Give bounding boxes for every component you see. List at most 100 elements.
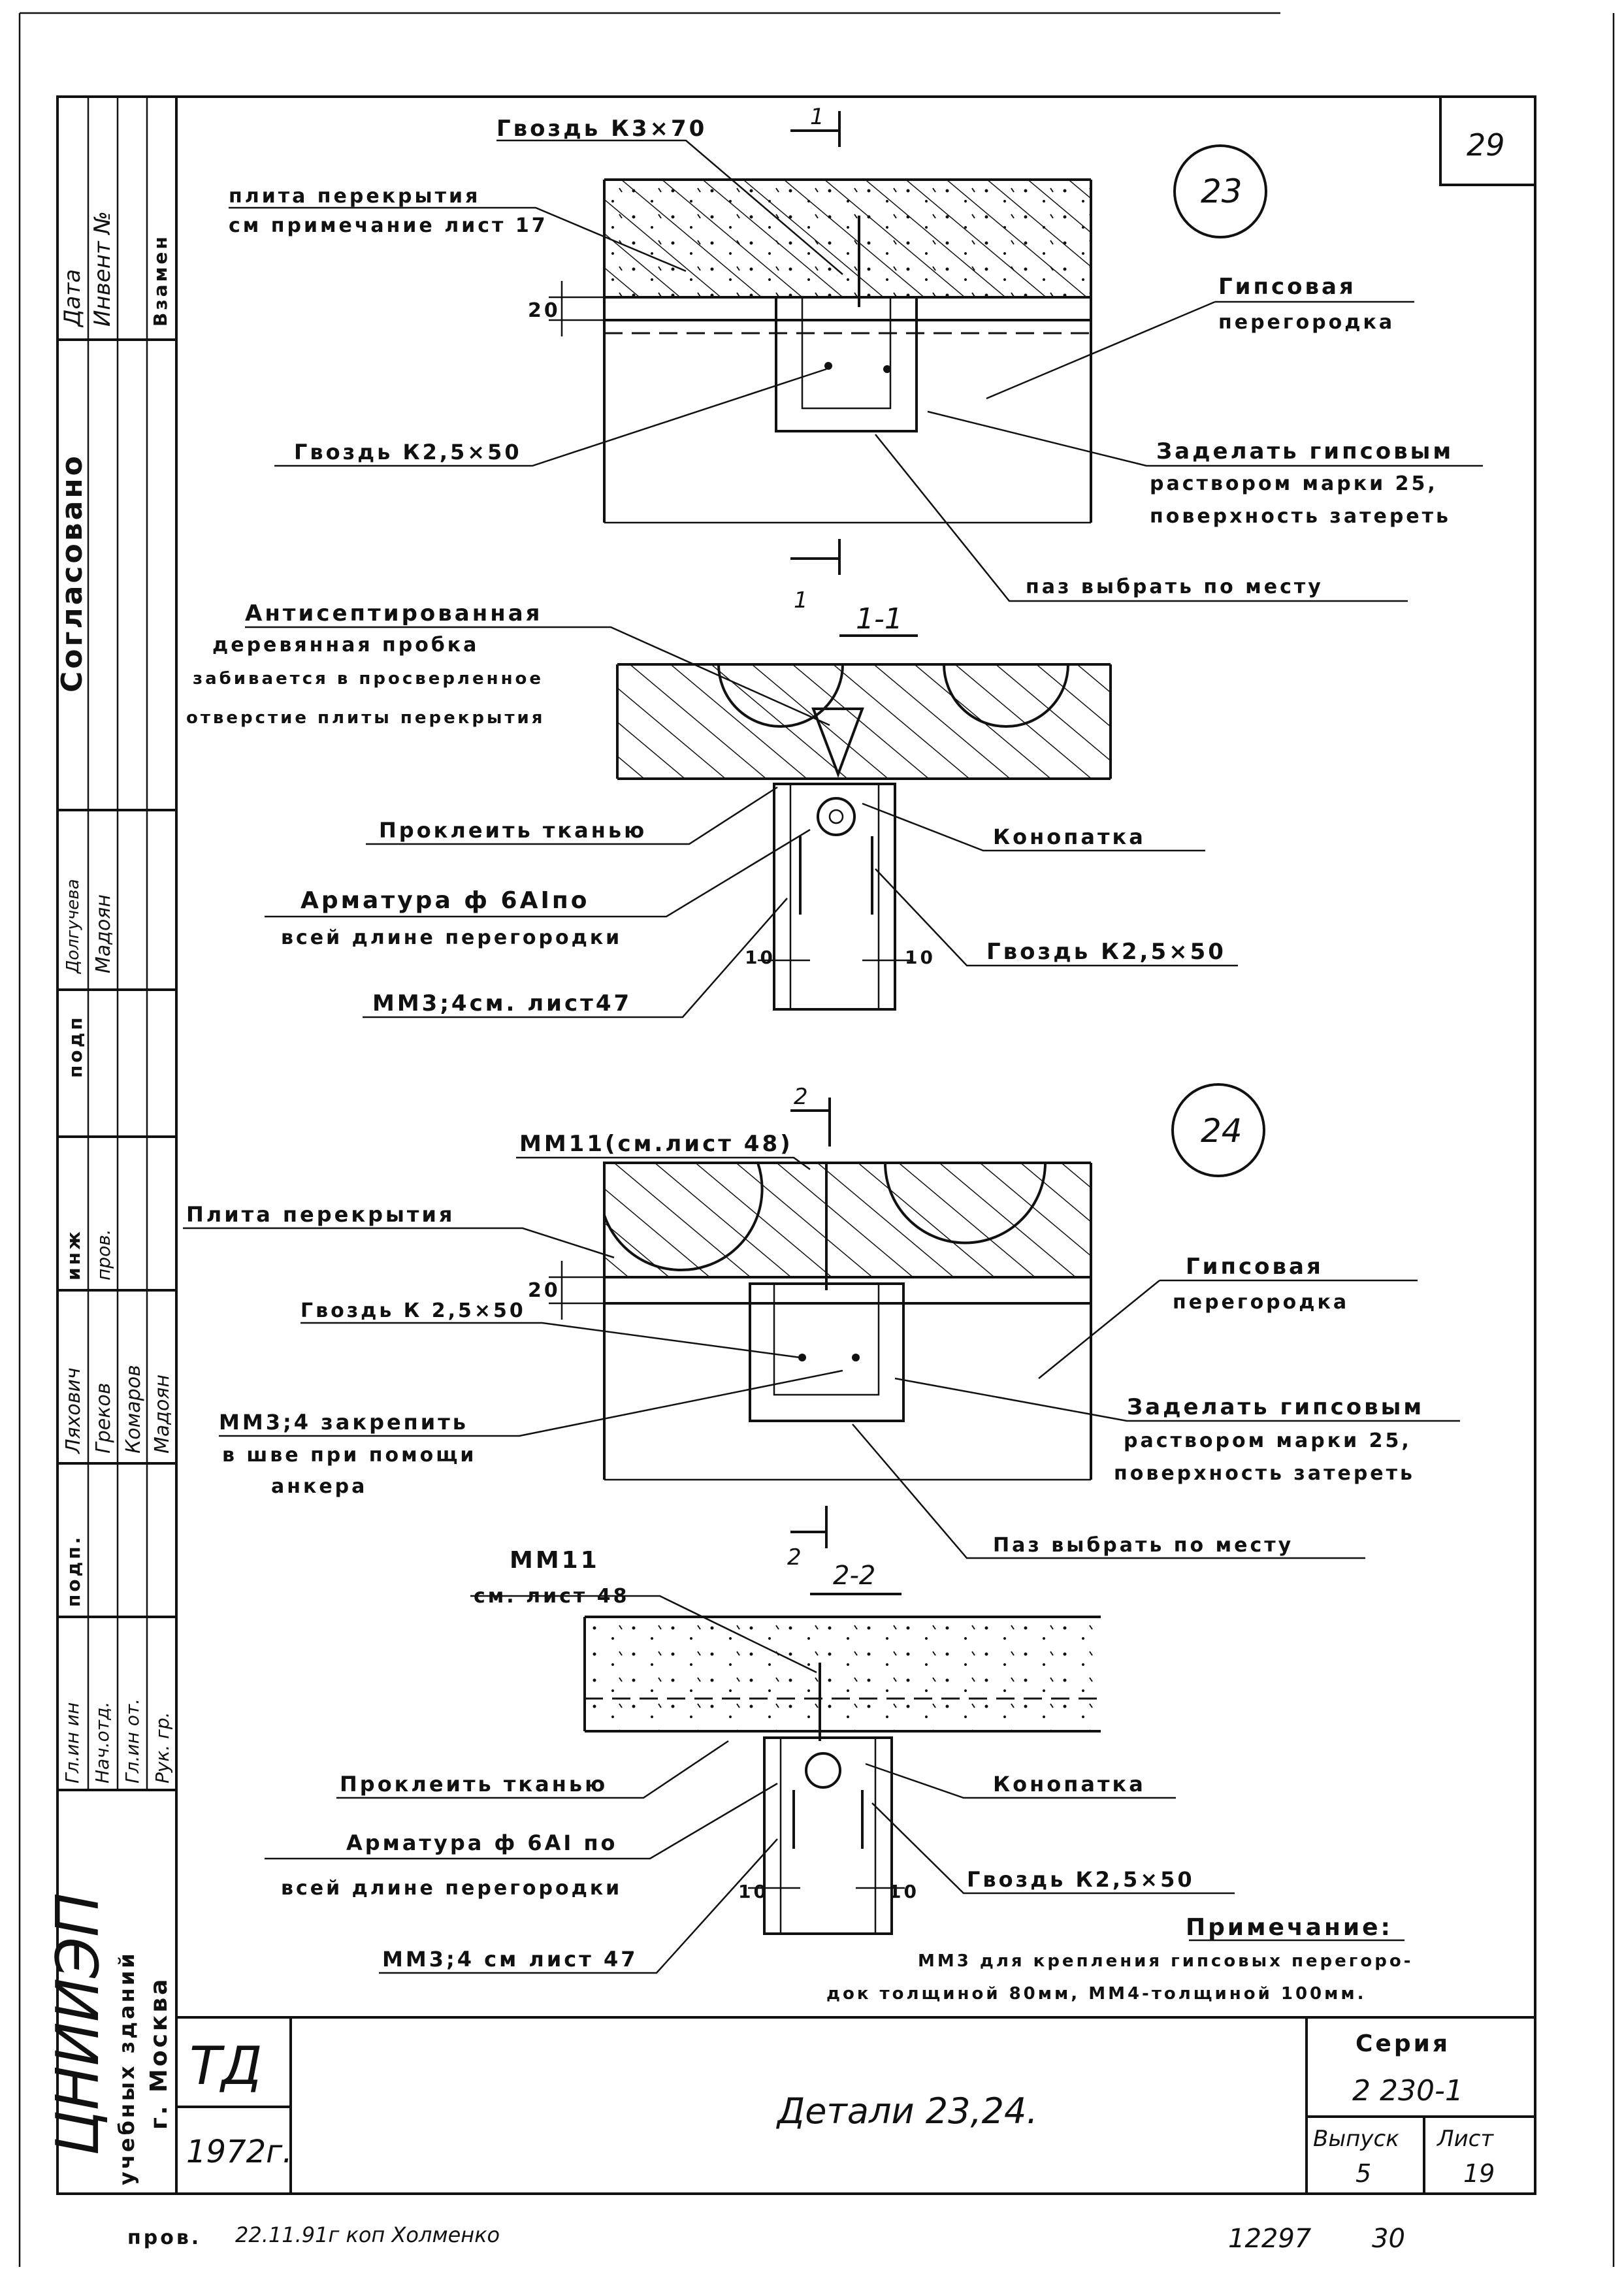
dim-10-right-2: 10 xyxy=(888,1881,919,1902)
sheet-number-top: 29 xyxy=(1467,127,1505,163)
label-mm-2-2: ММ3;4 см лист 47 xyxy=(382,1947,638,1972)
label-mm34-1: ММ3;4 закрепить xyxy=(219,1410,468,1435)
partition-1-1 xyxy=(773,783,896,1011)
sheet-number-box xyxy=(1439,95,1536,186)
rebar-circle xyxy=(817,797,856,836)
side-invent: Инвент № xyxy=(89,211,116,327)
slab-hatch xyxy=(617,664,1111,779)
leader-partition xyxy=(1038,1280,1160,1379)
leader-slab xyxy=(229,206,687,272)
slab-hatch xyxy=(604,1163,1091,1277)
label-seal2-24: раствором марки 25, xyxy=(1124,1429,1412,1452)
leader-mm xyxy=(379,1838,778,1974)
label-partition2-24: перегородка xyxy=(1173,1291,1349,1314)
footer-page: 30 xyxy=(1372,2224,1405,2254)
leader-caulk xyxy=(862,802,1205,852)
slab-void xyxy=(942,663,1070,728)
cork-23 xyxy=(801,296,892,410)
label-glue-2: Проклеить тканью xyxy=(340,1772,608,1797)
label-slab-24: Плита перекрытия xyxy=(186,1202,455,1227)
detail-24-circle xyxy=(1171,1083,1265,1177)
detail-24 xyxy=(183,1083,1460,1559)
leader-nail-top xyxy=(496,139,843,275)
issue-label: Выпуск xyxy=(1313,2126,1399,2152)
leader-slab xyxy=(183,1227,615,1259)
label-cork2: деревянная пробка xyxy=(212,634,479,657)
label-mm34-2: в шве при помощи xyxy=(222,1444,476,1467)
detail-24-number: 24 xyxy=(1201,1112,1242,1150)
groove-23 xyxy=(775,296,918,432)
label-groove-24: Паз выбрать по месту xyxy=(993,1534,1293,1557)
leader-mm xyxy=(363,898,788,1018)
dim-20-b: 20 xyxy=(528,1279,560,1302)
side-name-a2: Мадоян xyxy=(92,894,115,973)
slab-void xyxy=(603,1162,764,1272)
section-mark-1: 1 xyxy=(794,587,808,613)
side-role-b2: Нач.отд. xyxy=(91,1702,113,1783)
leader-mm34 xyxy=(219,1369,843,1437)
list-value: 19 xyxy=(1463,2159,1495,2188)
label-nail-1-1: Гвоздь К2,5×50 xyxy=(986,939,1226,965)
leader-mm11 xyxy=(470,1595,817,1674)
label-seal3: поверхность затереть xyxy=(1150,505,1451,528)
label-mm11-2: ММ11 xyxy=(510,1547,600,1574)
side-role-b3: Гл.ин от. xyxy=(122,1699,143,1783)
detail-23-circle xyxy=(1173,144,1267,238)
side-role-2: пров. xyxy=(93,1229,114,1280)
stamp-td: ТД xyxy=(189,2036,262,2096)
section-1-1 xyxy=(245,539,1238,1018)
list-label: Лист xyxy=(1436,2126,1494,2152)
label-mm11: ММ11(см.лист 48) xyxy=(519,1131,793,1157)
label-mm34-3: анкера xyxy=(271,1475,367,1498)
side-name-b3: Комаров xyxy=(122,1365,145,1454)
leader-seal xyxy=(927,410,1483,467)
series-label: Серия xyxy=(1356,2030,1450,2057)
note-line1: ММ3 для крепления гипсовых перегоро- xyxy=(918,1951,1414,1971)
leader-rebar xyxy=(265,828,811,918)
side-name-b2: Греков xyxy=(92,1383,115,1454)
label-mm-1-1: ММ3;4см. лист47 xyxy=(372,990,632,1017)
section-mark-2: 2 xyxy=(787,1544,802,1570)
slab-void xyxy=(717,663,845,728)
cork-24 xyxy=(773,1282,880,1396)
leader-glue xyxy=(366,786,778,845)
nail-dot xyxy=(852,1354,860,1361)
label-rebar1-2: Арматура ф 6АI по xyxy=(346,1831,618,1855)
sheet-title: Детали 23,24. xyxy=(776,2091,1038,2132)
slab-dots xyxy=(585,1617,1101,1731)
detail-23-number: 23 xyxy=(1201,172,1242,210)
label-seal2: раствором марки 25, xyxy=(1150,472,1438,495)
side-org: ЦНИИЭП xyxy=(44,1893,112,2156)
dim-20-a: 20 xyxy=(528,299,560,322)
label-caulk: Конопатка xyxy=(993,824,1146,849)
leader-groove xyxy=(852,1424,1365,1559)
label-rebar1: Арматура ф 6АIпо xyxy=(300,887,589,914)
leader-rebar xyxy=(265,1782,778,1860)
slab-dots xyxy=(604,180,1091,297)
label-seal1-24: Заделать гипсовым xyxy=(1127,1394,1424,1420)
label-nail-top: Гвоздь К3×70 xyxy=(496,116,707,142)
label-seal3-24: поверхность затереть xyxy=(1114,1462,1415,1485)
side-podp-b: подп. xyxy=(63,1535,84,1607)
side-org-sub1: учебных зданий xyxy=(114,1951,139,2185)
dim-10-left-2: 10 xyxy=(738,1881,769,1902)
label-rebar2: всей длине перегородки xyxy=(281,926,622,949)
label-cork3: забивается в просверленное xyxy=(193,669,544,689)
leader-glue xyxy=(336,1740,729,1799)
label-partition2: перегородка xyxy=(1218,311,1395,334)
leader-seal xyxy=(894,1377,1460,1422)
dim-10-left: 10 xyxy=(745,947,775,968)
leader-cork xyxy=(245,626,830,726)
issue-value: 5 xyxy=(1356,2159,1371,2188)
footer-number: 12297 xyxy=(1228,2224,1312,2254)
leader-nail xyxy=(274,368,827,467)
nail-dot xyxy=(824,362,832,370)
slab-void xyxy=(883,1162,1047,1245)
rebar-core xyxy=(828,809,844,824)
label-caulk-2: Конопатка xyxy=(993,1772,1146,1797)
label-partition-24: Гипсовая xyxy=(1186,1254,1324,1280)
side-soglasovano: Согласовано xyxy=(56,453,89,692)
side-name-b1: Ляхович xyxy=(62,1367,85,1454)
side-org-sub2: г. Москва xyxy=(146,1977,172,2130)
